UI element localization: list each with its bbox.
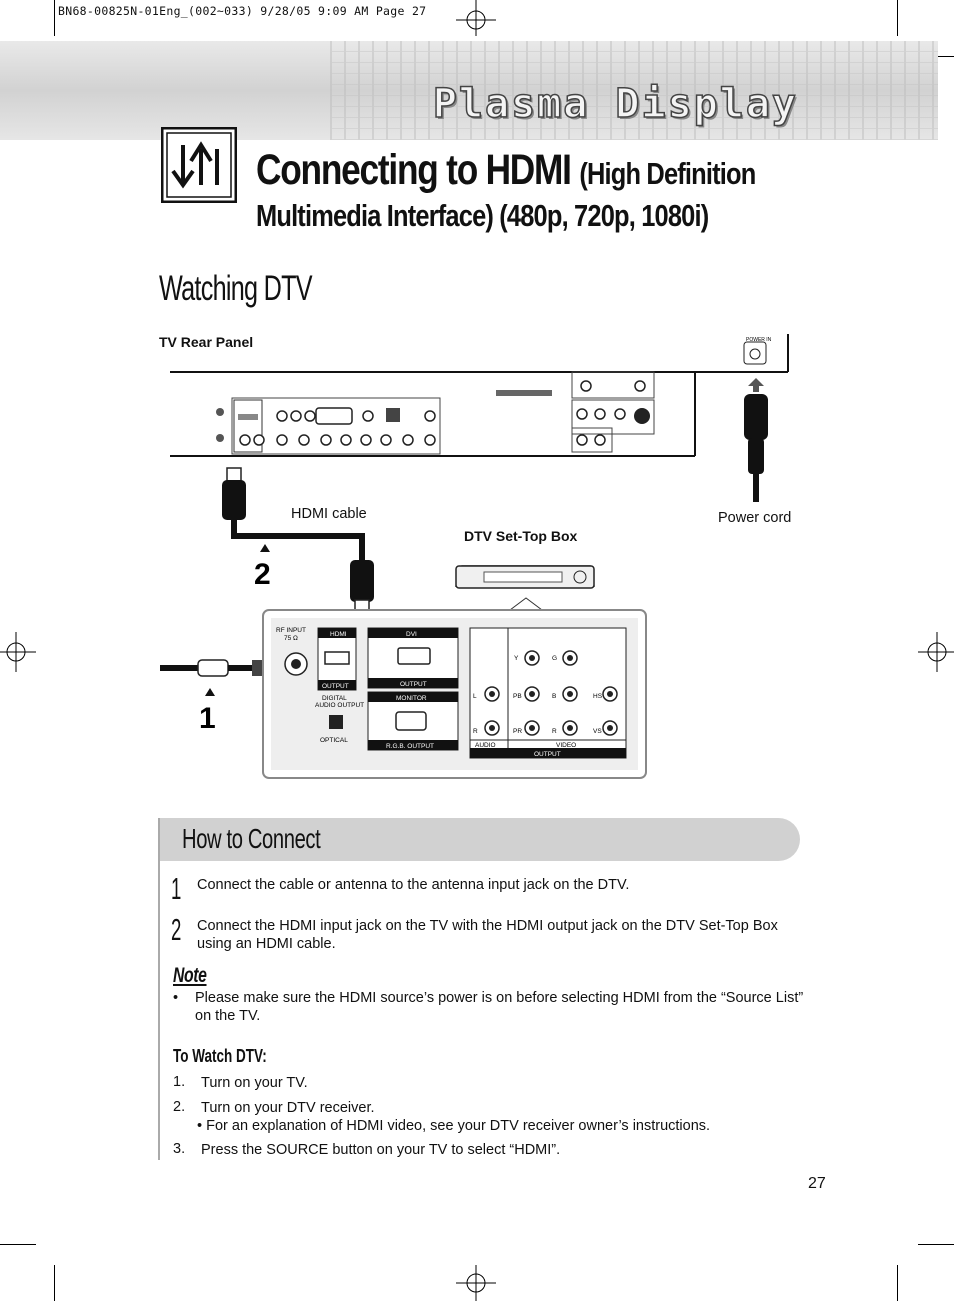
svg-text:L: L [473,693,477,700]
svg-text:R: R [473,728,478,735]
how-to-header-bar [159,818,800,861]
crop-mark [54,0,55,36]
svg-text:VS: VS [593,728,602,735]
svg-text:OUTPUT: OUTPUT [400,681,427,688]
svg-text:75 Ω: 75 Ω [284,635,298,642]
crop-mark [897,0,898,36]
power-in-label: POWER IN [746,337,772,343]
tv-rear-panel-label: TV Rear Panel [159,334,254,350]
power-cord [744,378,768,502]
svg-text:MONITOR: MONITOR [396,695,427,702]
note-title: Note [173,964,207,987]
crop-mark [0,1244,36,1245]
list-number: 2. [173,1099,186,1115]
banner: Plasma Display [0,41,938,140]
section-title: Watching DTV [159,269,313,308]
list-subitem: • For an explanation of HDMI video, see … [197,1118,711,1134]
dtv-set-top-box [454,565,595,611]
step-1-arrow [205,688,215,696]
registration-mark [456,0,496,36]
step-2-arrow [260,544,270,552]
page-title-paren: (High Definition [579,156,756,191]
step-number: 2 [171,912,182,947]
circuit-board-background [330,41,938,140]
banner-title: Plasma Display [432,80,798,128]
svg-text:OUTPUT: OUTPUT [322,683,349,690]
svg-text:PB: PB [513,693,522,700]
page-number: 27 [808,1175,826,1192]
how-to-side-rule [158,818,160,1160]
page-title-main: Connecting to HDMI [256,146,572,194]
antenna-cable [160,659,270,677]
list-number: 3. [173,1141,186,1157]
connection-arrows-icon [161,127,237,203]
crop-mark [918,1244,954,1245]
svg-text:AUDIO: AUDIO [475,742,496,749]
svg-text:DIGITAL: DIGITAL [322,695,347,702]
step-marker-1: 1 [199,702,216,735]
watch-dtv-title: To Watch DTV: [173,1046,267,1066]
crop-mark [54,1265,55,1301]
list-number: 1. [173,1074,186,1090]
hdmi-cable [222,467,374,615]
svg-text:HS: HS [593,693,603,700]
svg-text:RF INPUT: RF INPUT [276,627,306,634]
svg-text:G: G [552,655,557,662]
registration-mark [456,1265,496,1301]
list-item: Press the SOURCE button on your TV to se… [201,1142,561,1158]
svg-text:R: R [552,728,557,735]
step-marker-2: 2 [254,558,271,591]
stb-rear-panel: RF INPUT 75 Ω HDMI OUTPUT DIGITAL AUDIO … [262,609,647,779]
svg-text:OUTPUT: OUTPUT [534,751,561,758]
svg-text:OPTICAL: OPTICAL [320,737,348,744]
svg-text:DVI: DVI [406,631,417,638]
registration-mark [918,632,954,672]
page-title-line2: Multimedia Interface) (480p, 720p, 1080i… [256,198,709,233]
step-text: Connect the cable or antenna to the ante… [197,877,630,893]
power-cord-label: Power cord [718,510,792,526]
svg-text:HDMI: HDMI [330,631,347,638]
step-text: Connect the HDMI input jack on the TV wi… [197,918,778,952]
page-title: Connecting to HDMI (High Definition [256,146,756,195]
connection-diagram: POWER IN 2 1 RF INPUT 75 Ω [160,334,789,779]
hdmi-cable-label: HDMI cable [291,506,367,522]
how-to-title: How to Connect [182,823,321,854]
print-header: BN68-00825N-01Eng_(002~033) 9/28/05 9:09… [58,4,427,18]
svg-text:B: B [552,693,556,700]
note-bullet: • [173,990,179,1006]
tv-rear-panel: POWER IN [170,334,789,457]
registration-mark [0,632,36,672]
svg-text:AUDIO OUTPUT: AUDIO OUTPUT [315,702,364,709]
note-text: Please make sure the HDMI source’s power… [195,990,804,1024]
step-number: 1 [171,871,182,906]
svg-text:PR: PR [513,728,522,735]
crop-mark [897,1265,898,1301]
svg-text:R.G.B. OUTPUT: R.G.B. OUTPUT [386,743,434,750]
set-top-box-label: DTV Set-Top Box [464,528,578,544]
svg-text:VIDEO: VIDEO [556,742,576,749]
svg-text:Y: Y [514,655,519,662]
list-item: Turn on your DTV receiver. [201,1100,375,1116]
list-item: Turn on your TV. [201,1075,308,1091]
